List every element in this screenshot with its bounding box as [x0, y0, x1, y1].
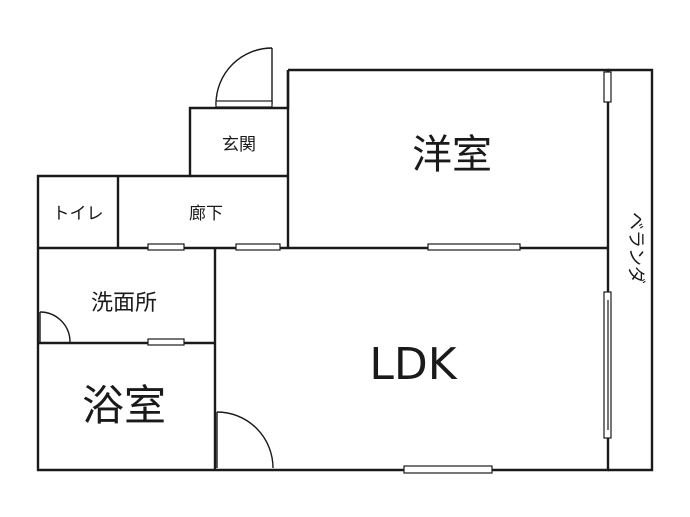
- room-label-toilet: トイレ: [53, 204, 104, 224]
- room-label-washroom: 洗面所: [91, 291, 157, 316]
- room-label-entrance: 玄関: [222, 135, 256, 155]
- room-label-ldk: LDK: [369, 339, 457, 390]
- room-label-bath: 浴室: [82, 381, 166, 430]
- windows: [403, 71, 612, 474]
- room-label-western: 洋室: [412, 132, 492, 178]
- room-label-veranda: ベランダ: [625, 212, 646, 284]
- doors: [39, 47, 521, 469]
- room-label-hallway: 廊下: [189, 204, 223, 224]
